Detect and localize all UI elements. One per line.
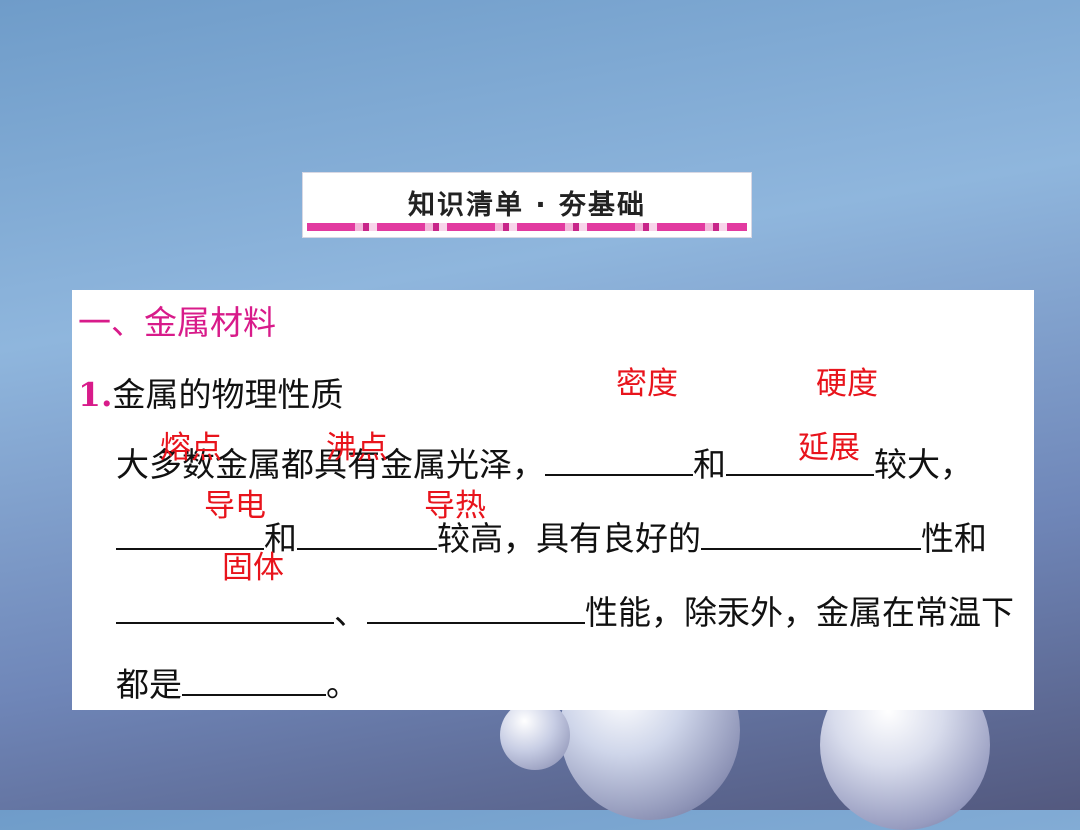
answer-boiling-point: 沸点 — [326, 430, 388, 466]
answer-conductivity: 导电 — [204, 488, 266, 524]
text-segment: 和 — [693, 445, 726, 484]
blank-heat-conduction — [367, 592, 585, 624]
item-number: 1. — [78, 375, 113, 414]
answer-ductility: 延展 — [798, 430, 860, 466]
text-segment: 较大， — [874, 445, 973, 484]
text-segment: 性和 — [921, 519, 987, 558]
blank-solid — [182, 664, 326, 696]
blank-conductivity — [116, 592, 334, 624]
item-heading-line: 1.金属的物理性质 — [78, 368, 343, 416]
blank-hardness — [726, 444, 874, 476]
answer-solid: 固体 — [222, 550, 284, 586]
answer-melting-point: 熔点 — [160, 430, 222, 466]
answer-hardness: 硬度 — [816, 366, 878, 402]
section-title: 一、金属材料 — [78, 303, 276, 342]
blank-ductility — [701, 518, 921, 550]
text-line-4: 都是 。 — [116, 658, 359, 706]
text-segment: 性能，除汞外，金属在常温下 — [585, 593, 1014, 632]
blank-boiling-point — [297, 518, 437, 550]
decorative-sphere — [500, 700, 570, 770]
blank-density — [545, 444, 693, 476]
text-line-3: 、 性能，除汞外，金属在常温下 — [116, 586, 1014, 634]
text-line-1: 大多数金属都具有金属光泽， 和 较大， — [116, 438, 973, 486]
answer-heat-conduction: 导热 — [424, 488, 486, 524]
banner-title: 知识清单 · 夯基础 — [407, 190, 647, 221]
text-line-2: 和 较高，具有良好的 性和 — [116, 512, 987, 560]
blank-melting-point — [116, 518, 264, 550]
banner-stripe — [307, 223, 747, 231]
text-segment: 都是 — [116, 665, 182, 704]
text-segment: 。 — [326, 665, 359, 704]
content-card: 一、金属材料 1.金属的物理性质 大多数金属都具有金属光泽，和较大， 和较高，具… — [72, 290, 1034, 710]
text-segment: 、 — [334, 593, 367, 632]
text-segment: 大多数金属都具有金属光泽， — [116, 445, 545, 484]
section-banner: 知识清单 · 夯基础 — [302, 172, 752, 238]
text-segment: 较高，具有良好的 — [437, 519, 701, 558]
answer-density: 密度 — [616, 366, 678, 402]
text-segment: 和 — [264, 519, 297, 558]
item-heading: 金属的物理性质 — [112, 375, 344, 414]
